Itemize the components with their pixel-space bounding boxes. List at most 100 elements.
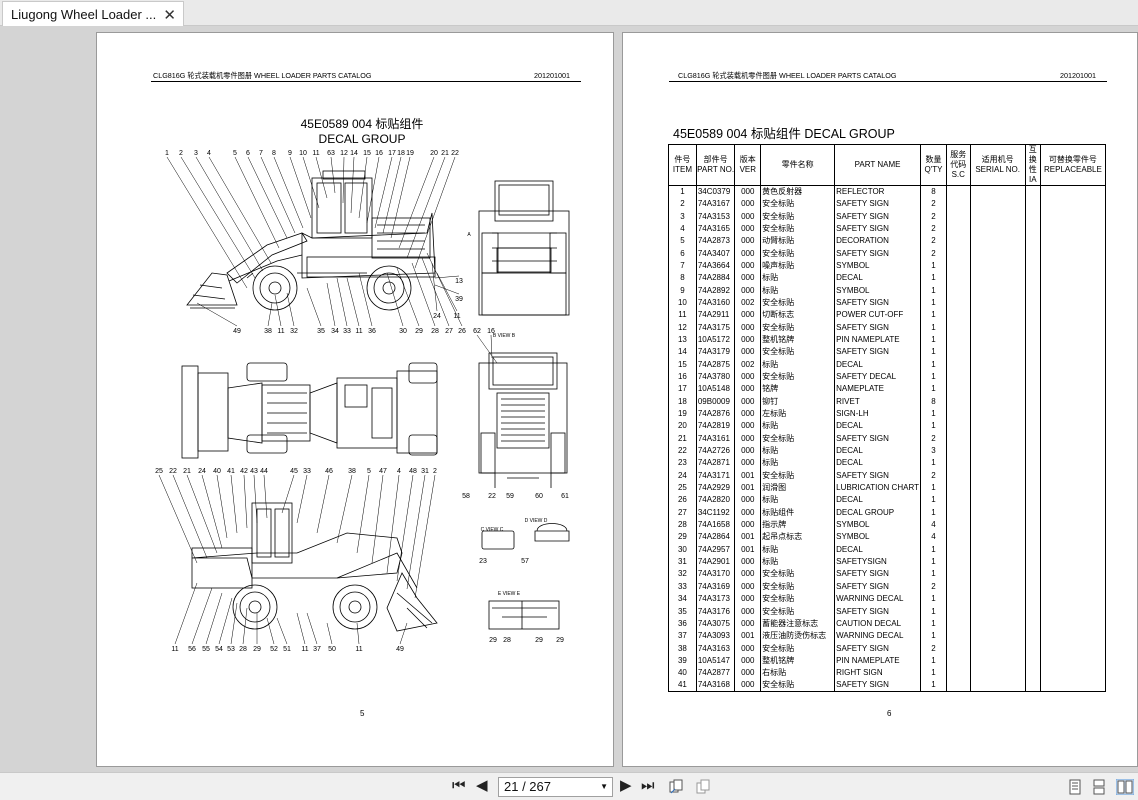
table-cell: 74A2819 — [695, 420, 736, 433]
facing-pages-view-icon[interactable] — [1116, 779, 1134, 795]
leader-line — [191, 587, 213, 645]
table-cell: 润滑图 — [760, 481, 836, 495]
table-cell: 1 — [919, 494, 947, 507]
table-cell: 1 — [919, 654, 947, 668]
table-cell — [1039, 580, 1107, 593]
callout-label: 24 — [198, 468, 206, 475]
chevron-down-icon[interactable]: ▼ — [600, 782, 608, 791]
table-cell: 34C1192 — [695, 506, 736, 519]
table-cell — [1024, 481, 1041, 495]
single-page-view-icon[interactable] — [1068, 779, 1082, 795]
callout-label: 24 — [433, 313, 441, 320]
table-cell: 74A3153 — [695, 210, 736, 223]
table-cell: WARNING DECAL — [834, 593, 921, 606]
leader-line — [382, 156, 402, 234]
table-cell: 74A3160 — [695, 296, 736, 310]
table-cell — [1024, 432, 1041, 445]
table-cell — [945, 358, 971, 371]
table-cell — [1039, 296, 1107, 310]
callout-label: 14 — [350, 150, 358, 157]
callout-label: 2 — [433, 468, 437, 475]
table-cell — [969, 222, 1026, 236]
callout-label: 34 — [331, 328, 339, 335]
table-cell — [1039, 370, 1107, 384]
table-cell — [945, 407, 971, 421]
table-cell — [1039, 457, 1107, 470]
table-cell: 1 — [919, 543, 947, 556]
tab-title[interactable]: Liugong Wheel Loader ... — [11, 6, 157, 22]
table-cell — [969, 679, 1026, 693]
table-cell: 74A3169 — [695, 580, 736, 593]
table-cell — [969, 593, 1026, 606]
table-cell — [1039, 642, 1107, 655]
table-cell: SAFETY SIGN — [834, 210, 921, 223]
table-cell: 指示牌 — [760, 518, 836, 532]
document-tab[interactable]: Liugong Wheel Loader ... ✕ — [2, 1, 184, 26]
callout-label: 23 — [479, 558, 487, 565]
first-page-icon[interactable]: ⏮ — [452, 777, 466, 794]
table-cell — [1039, 333, 1107, 347]
loader-lower-side-view — [191, 502, 438, 632]
table-cell: 000 — [734, 457, 762, 470]
page-number-field[interactable]: 21 / 267 ▼ — [498, 777, 613, 797]
table-cell — [1039, 309, 1107, 322]
table-cell — [1024, 296, 1041, 310]
table-cell: 35 — [668, 605, 697, 618]
table-cell: SAFETY SIGN — [834, 247, 921, 260]
table-cell: 8 — [919, 185, 947, 198]
table-cell — [1024, 185, 1041, 198]
table-cell: DECAL — [834, 457, 921, 470]
two-page-layout-icon[interactable] — [696, 779, 710, 795]
callout-label: 55 — [202, 646, 210, 653]
table-cell — [1039, 272, 1107, 285]
table-cell: 000 — [734, 580, 762, 593]
table-cell: 1 — [919, 617, 947, 631]
diagram-title-line1: 45E0589 004 标贴组件 — [300, 117, 424, 131]
leader-line — [242, 607, 248, 645]
last-page-icon[interactable]: ⏭ — [641, 777, 655, 794]
table-cell: 9 — [668, 284, 697, 297]
table-cell — [945, 370, 971, 384]
table-cell — [969, 272, 1026, 285]
table-cell: 10A5172 — [695, 333, 736, 347]
close-icon[interactable]: ✕ — [163, 7, 176, 24]
table-cell: 1 — [919, 605, 947, 618]
table-cell: 标贴 — [760, 420, 836, 433]
next-page-icon[interactable]: ▶ — [620, 777, 632, 794]
table-cell: SAFETY SIGN — [834, 568, 921, 581]
table-cell: 74A2892 — [695, 284, 736, 297]
leader-line — [436, 272, 458, 312]
table-cell: 噪声标贴 — [760, 259, 836, 273]
rotate-page-icon[interactable] — [669, 779, 683, 795]
previous-page-icon[interactable]: ◀ — [476, 777, 488, 794]
table-cell — [945, 568, 971, 581]
table-cell — [1039, 420, 1107, 433]
column-header: 可替换零件号 REPLACEABLE — [1039, 144, 1107, 186]
parts-table-title: 45E0589 004 标贴组件 DECAL GROUP — [673, 127, 895, 141]
table-cell: SIGN-LH — [834, 407, 921, 421]
table-cell: 000 — [734, 272, 762, 285]
table-cell: 41 — [668, 679, 697, 693]
table-cell: 1 — [919, 667, 947, 680]
table-cell: 27 — [668, 506, 697, 519]
leader-line — [247, 156, 288, 239]
callout-label: 29 — [556, 637, 564, 644]
table-cell: 2 — [668, 198, 697, 211]
leader-line — [218, 597, 233, 645]
table-cell: 标贴组件 — [760, 506, 836, 519]
table-cell: 标贴 — [760, 543, 836, 556]
continuous-view-icon[interactable] — [1092, 779, 1106, 795]
leader-line — [330, 156, 336, 194]
table-cell: 2 — [919, 210, 947, 223]
document-viewport[interactable]: CLG816G 轮式装载机零件图册 WHEEL LOADER PARTS CAT… — [0, 26, 1138, 772]
column-header: 件号 ITEM — [668, 144, 697, 186]
table-cell: 74A3664 — [695, 259, 736, 273]
leader-line — [326, 622, 333, 645]
table-cell — [1039, 395, 1107, 408]
